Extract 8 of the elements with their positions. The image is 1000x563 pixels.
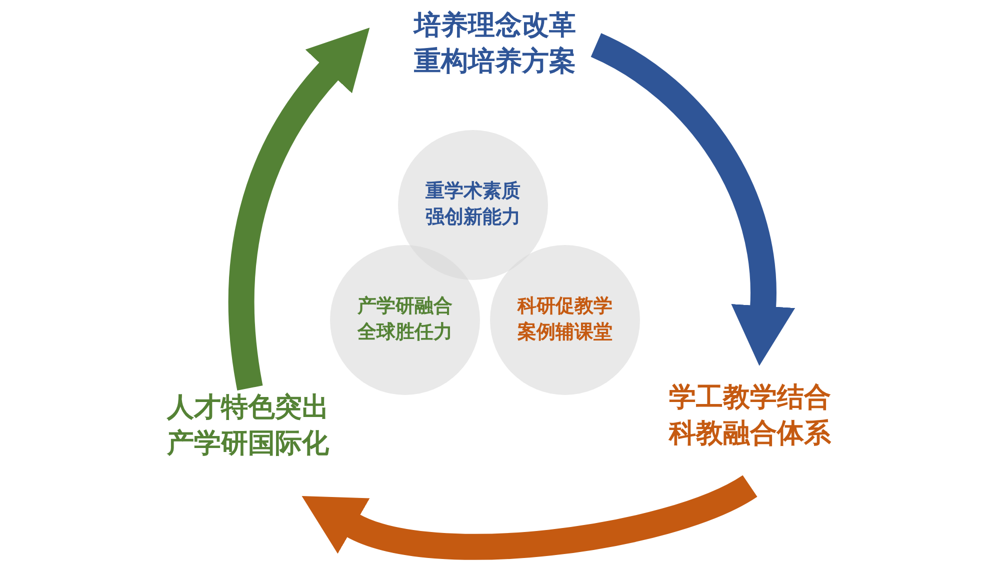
circle-text: 产学研融合全球胜任力 — [356, 294, 454, 345]
curved-arrow — [590, 33, 795, 366]
curved-arrow — [228, 26, 368, 390]
stage-label: 培养理念改革重构培养方案 — [412, 8, 577, 79]
stage-label: 学工教学结合科教融合体系 — [668, 380, 832, 451]
circle-text: 科研促教学案例辅课堂 — [516, 294, 614, 345]
circle-text: 重学术素质强创新能力 — [424, 179, 522, 230]
stage-label: 人才特色突出产学研国际化 — [166, 390, 330, 461]
